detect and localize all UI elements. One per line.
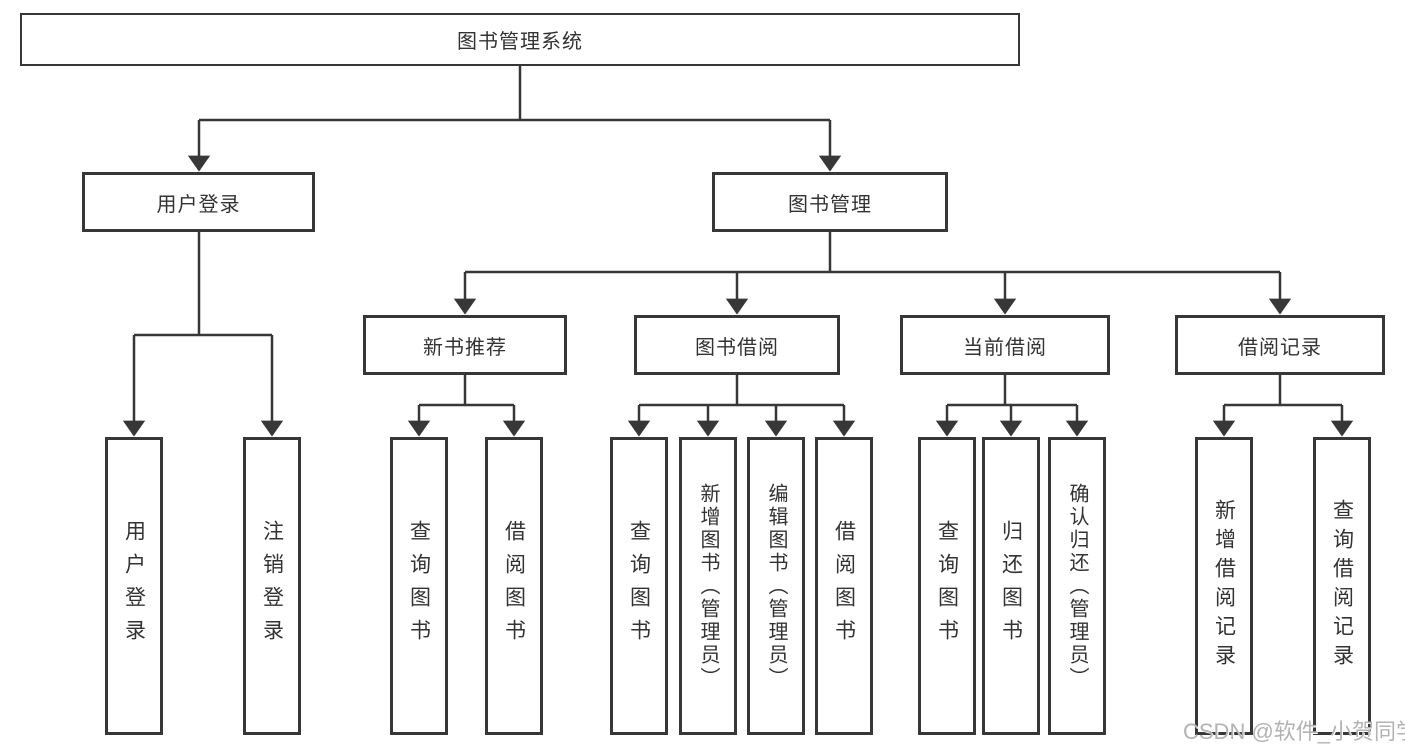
leaf-nbr-borrow-books-label: 借阅图书 (502, 520, 526, 652)
node-root-label: 图书管理系统 (457, 31, 583, 53)
leaf-bb-add-book-admin-label: 新增图书（管理员） (697, 482, 719, 690)
leaf-nbr-query-books: 查询图书 (390, 437, 448, 735)
leaf-cb-query-books: 查询图书 (918, 437, 976, 735)
node-new-book-recommend: 新书推荐 (363, 315, 567, 375)
leaf-cb-return-books-label: 归还图书 (999, 520, 1023, 652)
node-book-borrowing: 图书借阅 (634, 315, 840, 375)
leaf-bb-borrow-books-label: 借阅图书 (832, 520, 856, 652)
leaf-br-add-record-label: 新增借阅记录 (1212, 499, 1236, 673)
node-book-management: 图书管理 (712, 172, 948, 232)
leaf-logout: 注销登录 (243, 437, 301, 735)
node-book-borrowing-label: 图书借阅 (695, 336, 779, 359)
leaf-br-query-record: 查询借阅记录 (1313, 437, 1371, 735)
leaf-cb-query-books-label: 查询图书 (935, 520, 959, 652)
node-current-borrowing-label: 当前借阅 (963, 336, 1047, 359)
leaf-logout-label: 注销登录 (260, 520, 284, 652)
node-borrowing-records-label: 借阅记录 (1238, 336, 1322, 359)
node-new-book-recommend-label: 新书推荐 (423, 336, 507, 359)
node-user-login: 用户登录 (82, 172, 315, 232)
watermark: CSDN @软件_小贺同学 (1183, 719, 1405, 744)
node-root: 图书管理系统 (20, 13, 1020, 66)
node-book-management-label: 图书管理 (788, 193, 872, 216)
leaf-bb-query-books: 查询图书 (610, 437, 668, 735)
leaf-nbr-query-books-label: 查询图书 (407, 520, 431, 652)
leaf-nbr-borrow-books: 借阅图书 (485, 437, 543, 735)
leaf-bb-edit-book-admin-label: 编辑图书（管理员） (765, 482, 787, 690)
leaf-cb-return-books: 归还图书 (982, 437, 1040, 735)
leaf-cb-confirm-return-admin-label: 确认归还（管理员） (1066, 482, 1088, 690)
leaf-bb-borrow-books: 借阅图书 (815, 437, 873, 735)
leaf-bb-query-books-label: 查询图书 (627, 520, 651, 652)
leaf-user-login: 用户登录 (105, 437, 163, 735)
leaf-br-add-record: 新增借阅记录 (1195, 437, 1253, 735)
node-borrowing-records: 借阅记录 (1175, 315, 1385, 375)
node-current-borrowing: 当前借阅 (900, 315, 1110, 375)
leaf-cb-confirm-return-admin: 确认归还（管理员） (1048, 437, 1106, 735)
leaf-br-query-record-label: 查询借阅记录 (1330, 499, 1354, 673)
node-user-login-label: 用户登录 (156, 193, 241, 216)
leaf-user-login-label: 用户登录 (122, 520, 146, 652)
leaf-bb-add-book-admin: 新增图书（管理员） (679, 437, 737, 735)
leaf-bb-edit-book-admin: 编辑图书（管理员） (747, 437, 805, 735)
